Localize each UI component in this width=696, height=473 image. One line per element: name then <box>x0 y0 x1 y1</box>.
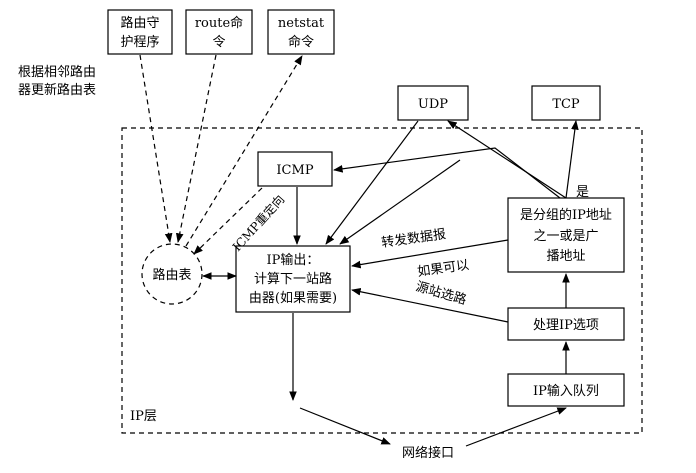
yes-to-icmp-arrow <box>333 147 561 199</box>
yes-label: 是 <box>576 185 589 200</box>
udp-to-ip-output-arrow <box>325 120 419 245</box>
svg-text:之一或是广: 之一或是广 <box>533 229 598 244</box>
svg-text:IP输出：: IP输出： <box>267 252 320 268</box>
netstat-command-box: netstat 命令 <box>267 9 335 55</box>
source-route-to-ip-output-arrow <box>351 287 509 323</box>
source-route-label: 源站选路 <box>414 278 468 308</box>
if-possible-label: 如果可以 <box>416 257 470 280</box>
tcp-box: TCP <box>531 85 601 121</box>
ip-output-box: IP输出： 计算下一站路 由器(如果需要) <box>235 245 351 313</box>
yes-to-tcp-arrow <box>565 120 579 199</box>
ip-layer-boundary <box>121 127 643 434</box>
tcp-to-ip-output-arrow <box>339 159 461 245</box>
route-cmd-to-routing-table-arrow <box>175 54 217 243</box>
routing-table-node: 路由表 <box>141 243 203 305</box>
process-options-box: 处理IP选项 <box>507 307 625 341</box>
svg-text:netstat: netstat <box>278 16 325 31</box>
icmp-redirect-arrow <box>193 187 263 255</box>
svg-text:IP输入队列: IP输入队列 <box>533 383 599 399</box>
forward-to-ip-output-arrow <box>351 239 509 269</box>
route-command-box: route命 令 <box>185 9 253 55</box>
ip-input-queue-box: IP输入队列 <box>507 373 625 407</box>
yes-to-udp-arrow <box>447 120 567 199</box>
network-interface-label: 网络接口 <box>402 445 454 461</box>
svg-text:播地址: 播地址 <box>546 249 585 264</box>
output-path-to-network-interface <box>299 407 391 445</box>
routing-table-to-netstat-arrow <box>185 55 303 247</box>
udp-box: UDP <box>397 85 469 121</box>
svg-text:令: 令 <box>212 35 225 50</box>
svg-text:处理IP选项: 处理IP选项 <box>533 318 599 333</box>
svg-text:是分组的IP地址: 是分组的IP地址 <box>520 207 612 223</box>
icmp-box: ICMP <box>257 151 333 187</box>
icmp-redirect-label: ICMP重定向 <box>229 192 287 254</box>
svg-text:护程序: 护程序 <box>120 35 159 50</box>
address-check-box: 是分组的IP地址 之一或是广 播地址 <box>507 197 625 273</box>
svg-text:TCP: TCP <box>552 97 580 112</box>
svg-text:路由表: 路由表 <box>152 267 191 283</box>
svg-text:路由守: 路由守 <box>120 15 159 31</box>
network-interface-to-queue-arrow <box>465 407 567 447</box>
ip-layer-label: IP层 <box>130 409 157 424</box>
svg-text:计算下一站路: 计算下一站路 <box>254 271 332 287</box>
svg-text:命令: 命令 <box>288 34 314 50</box>
svg-text:UDP: UDP <box>418 97 448 112</box>
svg-text:由器(如果需要): 由器(如果需要) <box>249 290 337 306</box>
forward-label: 转发数据报 <box>380 226 447 251</box>
svg-text:route命: route命 <box>195 15 243 31</box>
routed-daemon-box: 路由守 护程序 <box>107 9 173 55</box>
update-routes-label-2: 器更新路由表 <box>18 82 96 98</box>
routed-to-routing-table-arrow <box>139 54 173 243</box>
svg-text:ICMP: ICMP <box>276 163 313 178</box>
update-routes-label-1: 根据相邻路由 <box>18 64 96 80</box>
